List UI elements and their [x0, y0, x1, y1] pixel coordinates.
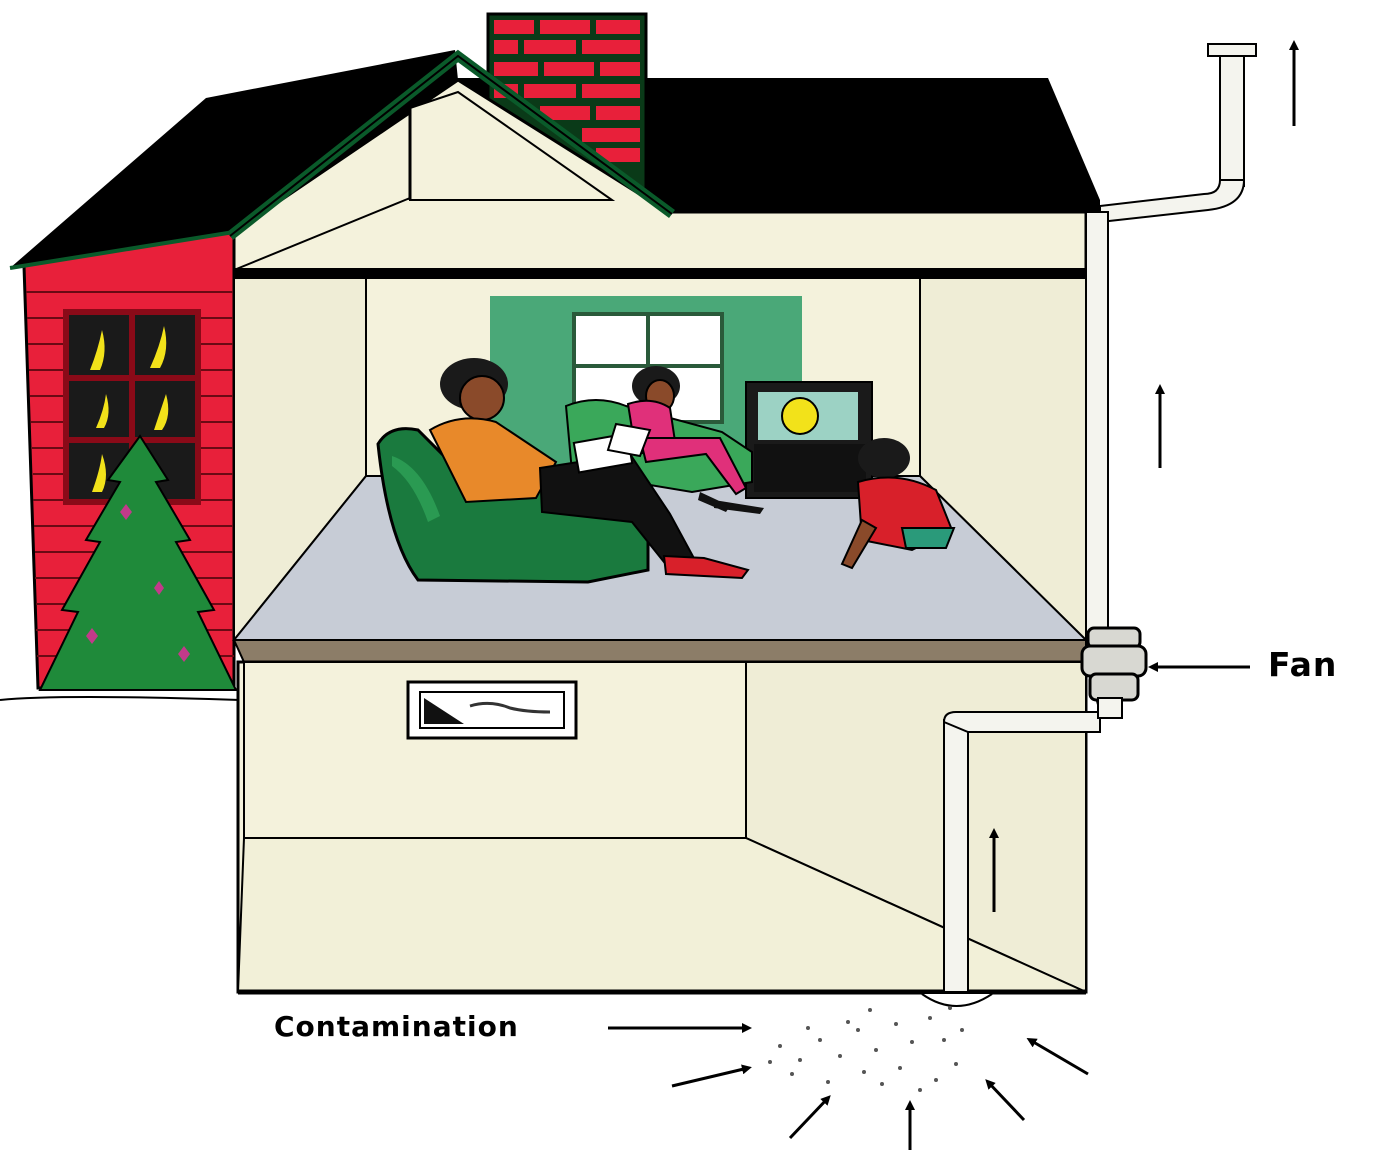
fan-label: Fan	[1268, 645, 1337, 684]
framed-picture-icon	[408, 682, 576, 738]
fan-icon	[1082, 628, 1146, 718]
soil-arrow-1	[672, 1068, 748, 1086]
soil-arrow-2	[790, 1098, 828, 1138]
soil-arrow-4	[988, 1082, 1024, 1120]
brick-wing	[24, 230, 236, 690]
tv-icon	[746, 382, 872, 498]
contamination-particles	[768, 1006, 964, 1092]
living-room	[234, 278, 1086, 662]
soil-arrow-5	[1030, 1040, 1088, 1074]
ground-line	[0, 697, 240, 700]
eave-band	[234, 268, 1086, 278]
contamination-label: Contamination	[274, 1010, 519, 1043]
